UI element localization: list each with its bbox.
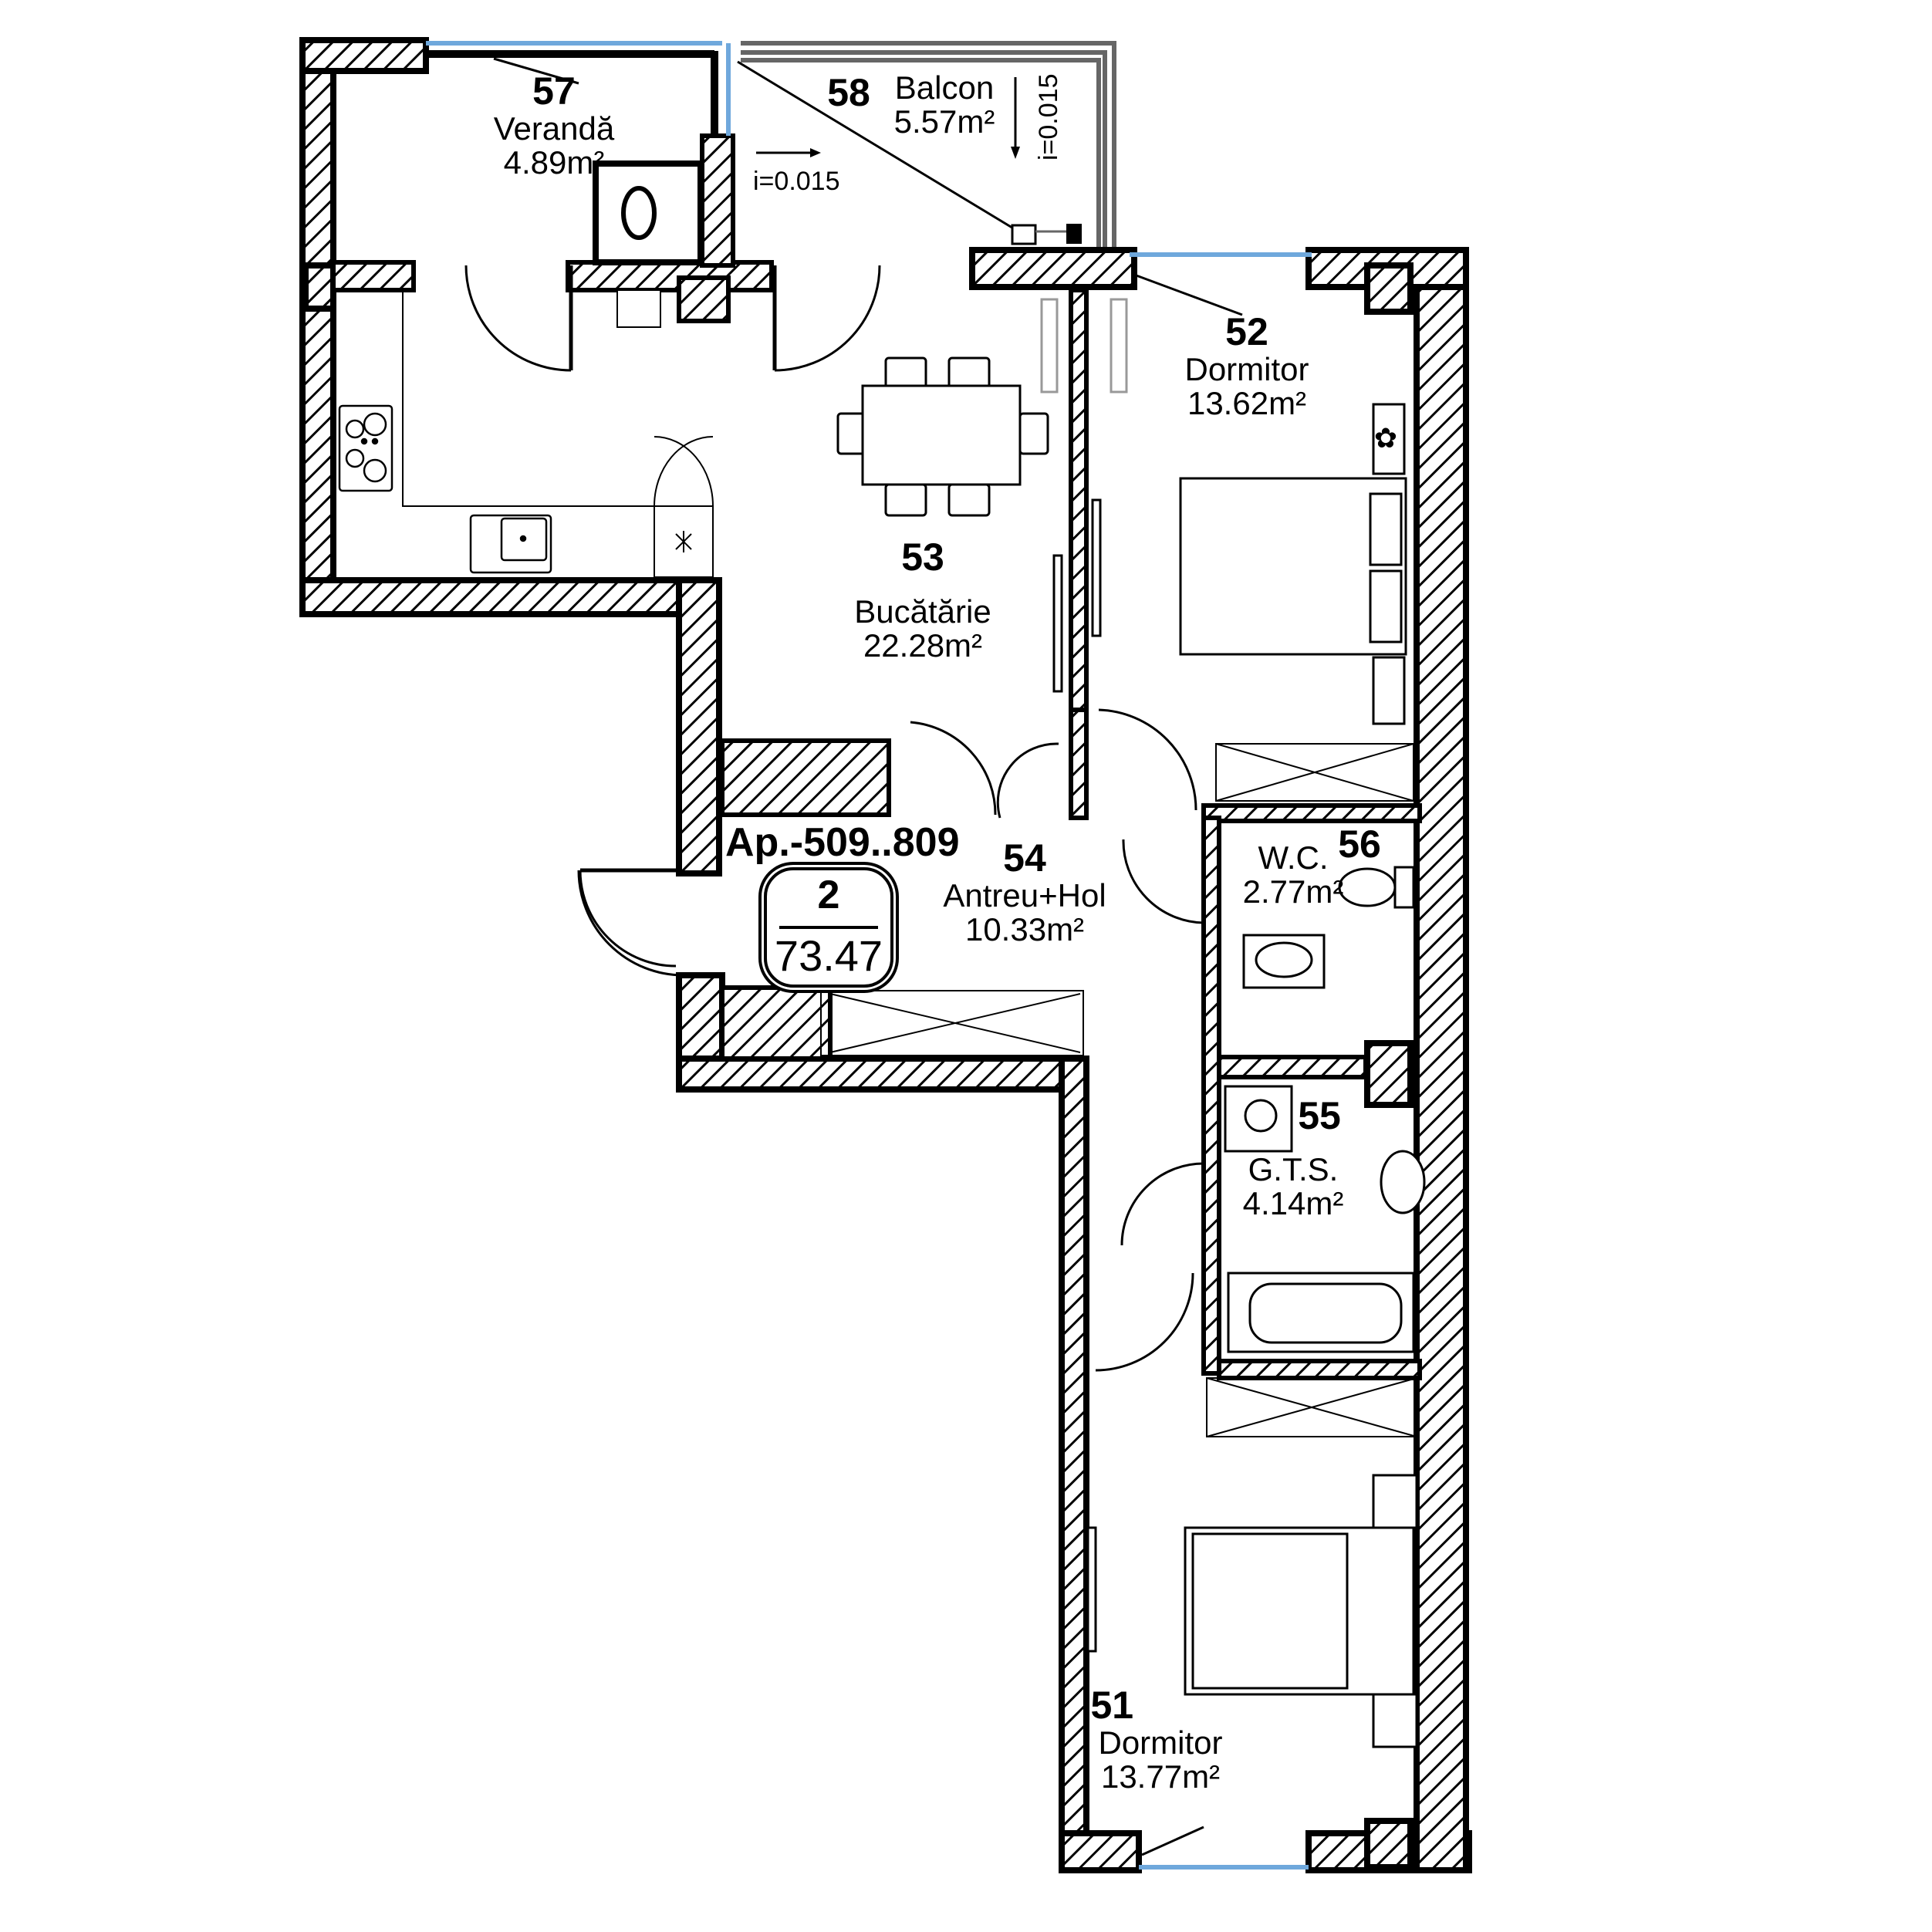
room-58-label: Balcon 5.57m²	[893, 69, 995, 140]
room-area: 13.77m²	[1100, 1758, 1221, 1795]
room-area: 4.14m²	[1242, 1185, 1344, 1222]
room-number: 57	[532, 69, 576, 113]
boiler-icon	[593, 160, 704, 328]
double-bed-icon	[1179, 403, 1407, 725]
washbasin-icon	[1242, 934, 1426, 1214]
room-name: Antreu+Hol	[943, 876, 1106, 914]
badge-divider	[779, 926, 878, 929]
room-51-label: 51 Dormitor 13.77m²	[1090, 1685, 1223, 1795]
room-name: Verandă	[493, 110, 615, 147]
apartment-rooms: 2	[817, 873, 840, 917]
apartment-code: Ap.-509..809	[725, 820, 960, 865]
room-name: Dormitor	[1098, 1724, 1223, 1761]
door-swings	[464, 265, 1204, 1372]
sink-icon	[469, 514, 552, 574]
room-number: 56	[1338, 822, 1381, 866]
entrance-door	[579, 868, 679, 968]
stove-icon	[338, 404, 393, 492]
slope-label-horizontal: i=0.015	[753, 167, 840, 196]
room-area: 10.33m²	[964, 910, 1085, 947]
room-number: 58	[827, 71, 870, 114]
room-name: Balcon	[894, 69, 995, 106]
room-area: 5.57m²	[893, 103, 995, 140]
kitchen-counter	[402, 290, 714, 578]
apartment-total-area: 73.47	[774, 931, 883, 980]
room-56-label: W.C. 2.77m²	[1242, 839, 1344, 910]
room-57-label: 57 Verandă 4.89m²	[494, 71, 614, 180]
washing-machine-icon	[1224, 1085, 1293, 1153]
room-number: 55	[1298, 1094, 1341, 1137]
room-56-number: 56	[1338, 824, 1381, 865]
balcony-railing	[741, 41, 1116, 247]
slope-arrow-horizontal-icon	[756, 148, 821, 157]
fridge-icon	[675, 531, 692, 552]
room-number: 53	[901, 535, 944, 579]
room-area: 4.89m²	[503, 144, 605, 181]
drain-icon	[1011, 224, 1082, 245]
room-name: Bucătărie	[854, 593, 991, 630]
room-name: Dormitor	[1184, 350, 1309, 387]
room-52-label: 52 Dormitor 13.62m²	[1184, 312, 1309, 421]
room-name: W.C.	[1258, 839, 1329, 876]
room-53-label: 53 Bucătărie 22.28m²	[854, 537, 991, 663]
interior-walls	[331, 133, 1422, 1380]
svg-text:✿: ✿	[1374, 422, 1397, 454]
glazing	[426, 41, 1312, 1870]
bathtub-icon	[1227, 1272, 1415, 1353]
apartment-badge: 2 73.47	[764, 867, 893, 988]
slope-label-vertical: i=0.015	[1034, 73, 1063, 161]
room-number: 51	[1090, 1684, 1134, 1727]
sliding-door	[1040, 298, 1128, 1653]
plant-icon: ✿	[1374, 422, 1397, 454]
room-name: G.T.S.	[1248, 1151, 1339, 1187]
exterior-walls	[299, 37, 1472, 1873]
room-55-label: G.T.S. 4.14m²	[1242, 1151, 1344, 1222]
room-area: 2.77m²	[1242, 873, 1344, 910]
room-number: 54	[1003, 836, 1046, 880]
room-number: 52	[1225, 310, 1268, 353]
dining-table-icon	[836, 356, 1049, 517]
wardrobe-icon	[820, 743, 1417, 1437]
double-bed-icon	[1184, 1474, 1418, 1748]
room-area: 13.62m²	[1187, 384, 1307, 421]
room-area: 22.28m²	[863, 627, 983, 664]
slope-arrow-vertical-icon	[1011, 77, 1020, 159]
room-55-number: 55	[1298, 1096, 1341, 1137]
room-54-label: 54 Antreu+Hol 10.33m²	[943, 838, 1106, 947]
toilet-icon	[1338, 866, 1415, 909]
room-58-number: 58	[827, 73, 870, 113]
